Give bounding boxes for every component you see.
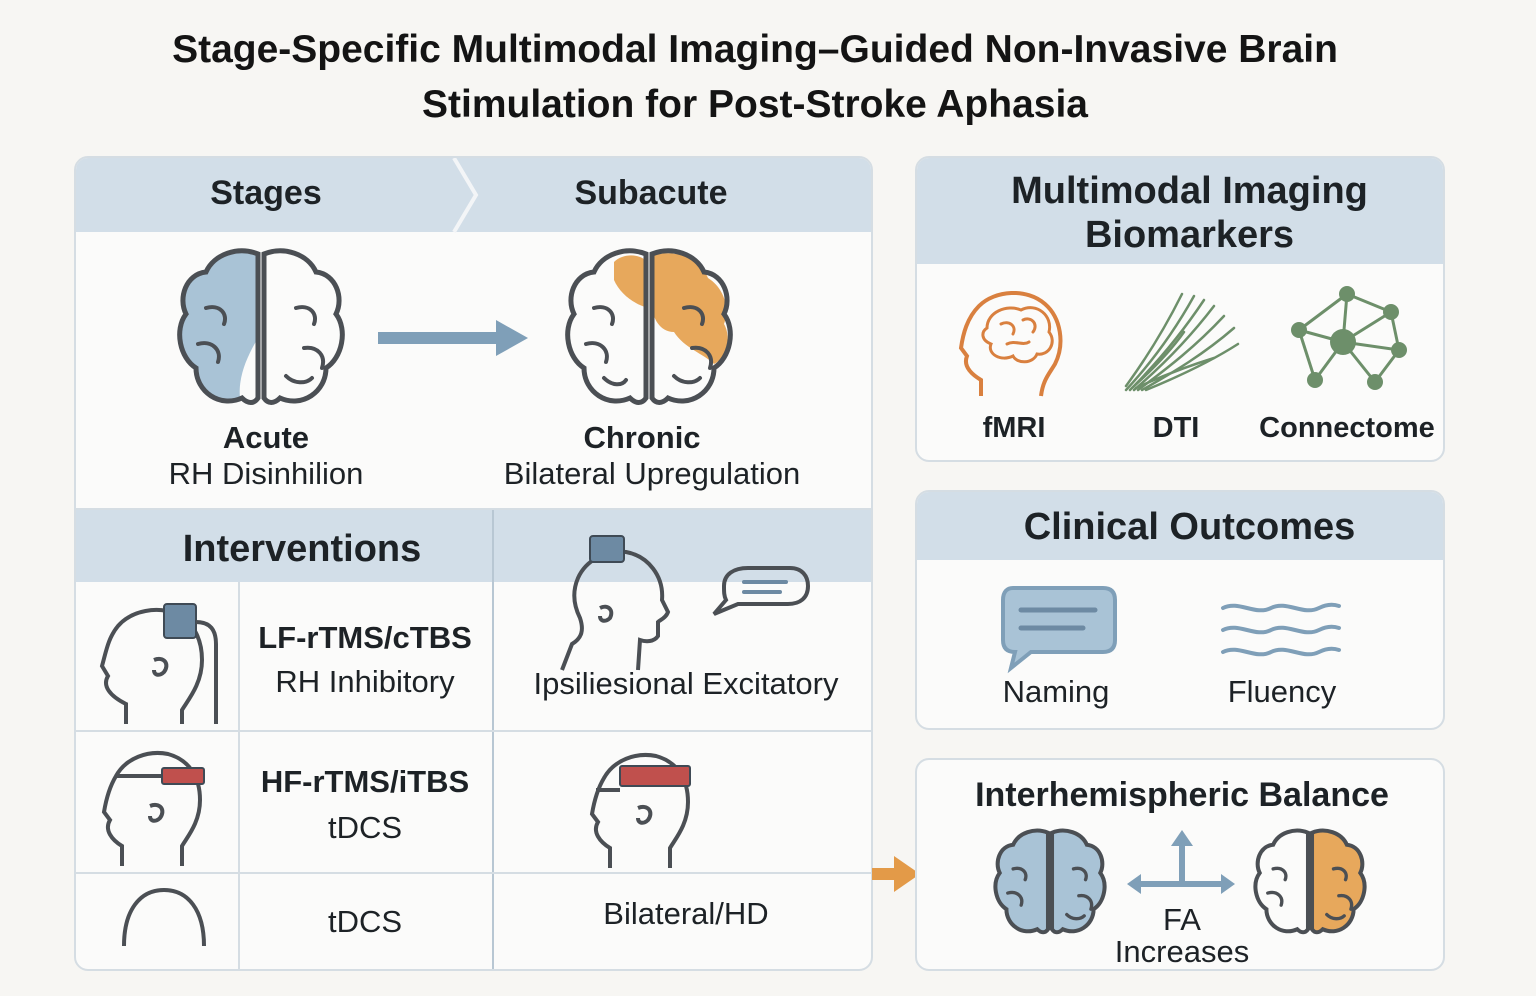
intervention-2-protocol: HF-rTMS/iTBS bbox=[260, 764, 470, 799]
imaging-biomarkers-panel: Multimodal Imaging Biomarkers bbox=[915, 156, 1445, 462]
outcomes-header-band bbox=[917, 492, 1443, 560]
clinical-outcomes-panel: Clinical Outcomes Naming Fluency bbox=[915, 490, 1445, 730]
title-line-1: Stage-Specific Multimodal Imaging–Guided… bbox=[172, 28, 1338, 71]
connectome-label: Connectome bbox=[1259, 412, 1435, 444]
chronic-description: Bilateral Upregulation bbox=[503, 456, 801, 491]
fmri-label: fMRI bbox=[982, 412, 1046, 444]
head-coil-icon bbox=[99, 603, 218, 724]
chronic-label: Chronic bbox=[583, 420, 701, 455]
stages-header-band bbox=[76, 158, 871, 232]
intervention-1-protocol: LF-rTMS/cTBS bbox=[258, 620, 472, 655]
head-electrode-icon bbox=[101, 751, 205, 866]
column-divider-left bbox=[238, 582, 240, 969]
divider bbox=[76, 508, 871, 510]
intervention-3-right: Bilateral/HD bbox=[603, 896, 769, 931]
balance-arrows-icon bbox=[1127, 830, 1235, 894]
row-divider-1 bbox=[76, 730, 871, 732]
outcome-arrow-icon bbox=[872, 856, 920, 892]
imaging-header-line-2: Biomarkers bbox=[1084, 214, 1295, 256]
chevron-divider-icon bbox=[452, 158, 479, 234]
balance-brain-left-icon bbox=[993, 828, 1107, 935]
balance-header-label: Interhemispheric Balance bbox=[975, 776, 1389, 814]
column-divider-center bbox=[492, 510, 494, 969]
imaging-header-line-1: Multimodal Imaging bbox=[1011, 170, 1368, 212]
intervention-1-effect: RH Inhibitory bbox=[275, 664, 455, 699]
balance-brain-right-icon bbox=[1253, 828, 1367, 935]
connectome-network-icon bbox=[1291, 286, 1407, 390]
stages-header-label: Stages bbox=[210, 174, 322, 212]
interventions-header-label: Interventions bbox=[182, 528, 422, 570]
fa-label: FA bbox=[1163, 902, 1201, 937]
head-outline-icon bbox=[122, 887, 206, 947]
dti-label: DTI bbox=[1152, 412, 1200, 444]
intervention-3-protocol: tDCS bbox=[327, 904, 403, 939]
stage-arrow-icon bbox=[378, 320, 528, 356]
acute-label: Acute bbox=[222, 420, 310, 455]
imaging-header-band bbox=[917, 158, 1443, 264]
chronic-brain-icon bbox=[565, 248, 733, 405]
stages-interventions-panel: Stages Subacute Acute RH Disinhilion Chr… bbox=[74, 156, 873, 971]
outcomes-header-label: Clinical Outcomes bbox=[1023, 506, 1356, 548]
fmri-head-brain-icon bbox=[958, 290, 1063, 397]
fluency-waves-icon bbox=[1221, 602, 1341, 657]
interhemispheric-balance-panel: Interhemispheric Balance FA Increases bbox=[915, 758, 1445, 971]
dti-fibers-icon bbox=[1124, 292, 1240, 392]
acute-description: RH Disinhilion bbox=[168, 456, 364, 491]
row-divider-2 bbox=[76, 872, 871, 874]
acute-brain-icon bbox=[177, 248, 345, 405]
subacute-header-label: Subacute bbox=[574, 174, 728, 212]
naming-label: Naming bbox=[1002, 674, 1110, 709]
increases-label: Increases bbox=[1114, 934, 1250, 969]
title-line-2: Stimulation for Post-Stroke Aphasia bbox=[422, 83, 1088, 126]
intervention-2-effect: tDCS bbox=[327, 810, 403, 845]
head-coil-speaking-icon bbox=[560, 535, 811, 671]
intervention-1-right: Ipsiliesional Excitatory bbox=[533, 666, 839, 701]
head-electrode-right-icon bbox=[589, 753, 691, 868]
speech-bubble-icon bbox=[1001, 586, 1117, 674]
page-title: Stage-Specific Multimodal Imaging–Guided… bbox=[0, 22, 1510, 132]
fluency-label: Fluency bbox=[1227, 674, 1337, 709]
